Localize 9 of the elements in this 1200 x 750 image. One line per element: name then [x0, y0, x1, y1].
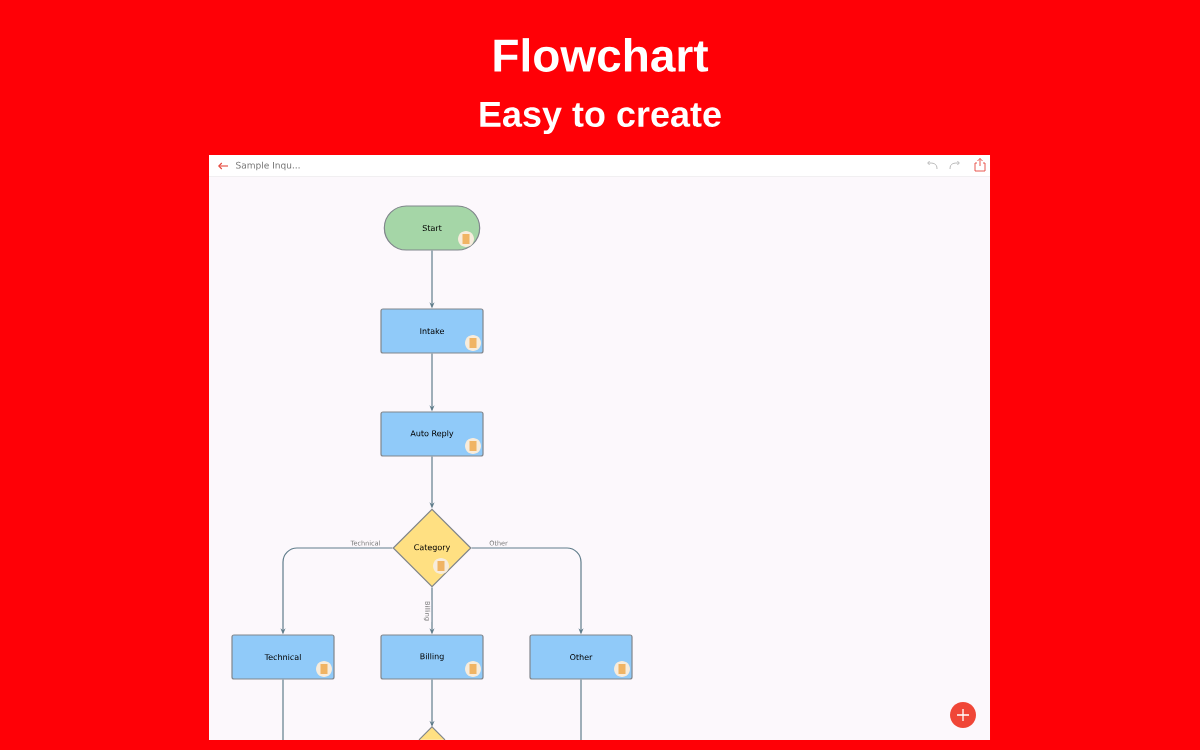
decision-diamond	[418, 725, 446, 741]
process-box: Technical	[231, 634, 335, 680]
document-title: Sample Inqu...	[236, 161, 300, 171]
process-box: Intake	[380, 308, 484, 354]
process-box: Other	[529, 634, 633, 680]
process-box: Auto Reply	[380, 411, 484, 457]
title: Flowchart	[494, 38, 709, 72]
process-box: Billing	[380, 634, 484, 680]
subtitle: Easy to create	[480, 101, 721, 135]
